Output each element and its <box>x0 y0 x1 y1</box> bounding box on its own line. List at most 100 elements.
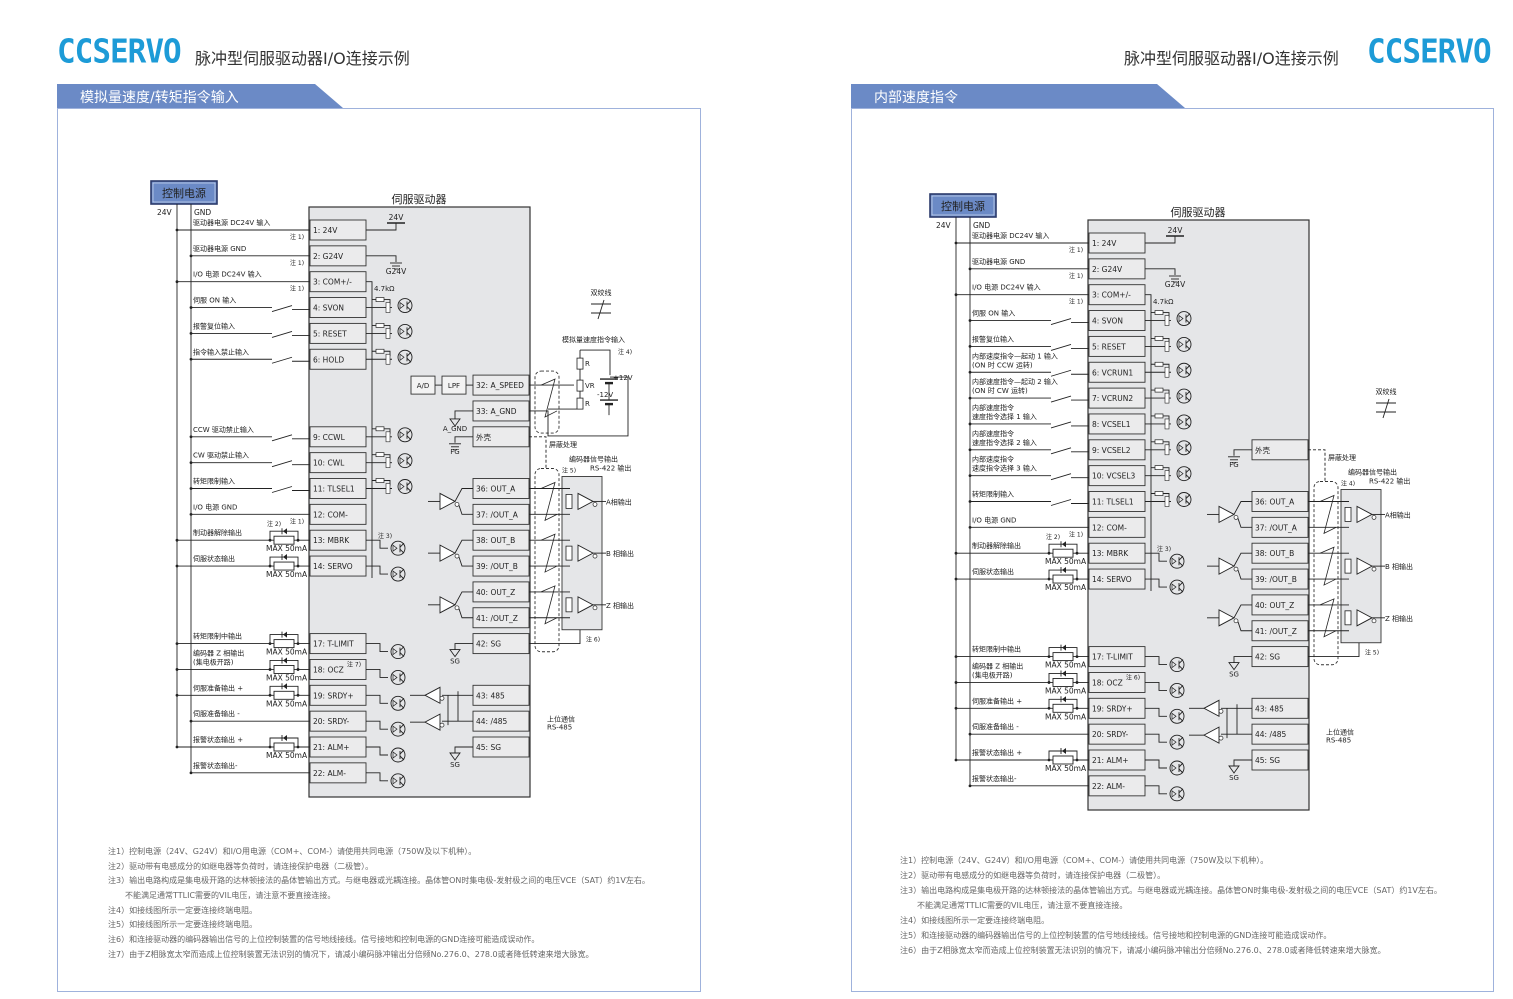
pin-label: 18: OCZ <box>313 665 344 674</box>
led-icon <box>392 699 398 707</box>
pin-label: 44: /485 <box>1255 730 1287 739</box>
inverter-bubble <box>1233 515 1239 520</box>
shunt-resistor-icon <box>1164 496 1170 507</box>
pin-label: 41: /OUT_Z <box>1255 627 1297 636</box>
pin-label: 4: SVON <box>313 304 344 313</box>
transistor-emitter <box>406 435 412 441</box>
shunt-resistor-icon <box>385 353 391 365</box>
junction-dot <box>189 771 193 775</box>
transistor-collector <box>1185 494 1191 499</box>
junction-dot <box>1047 758 1051 762</box>
wire <box>454 436 473 443</box>
optocoupler-icon <box>390 566 406 582</box>
pin-label: 45: SG <box>476 743 501 752</box>
pin-label: 5: RESET <box>1092 342 1126 351</box>
transistor-emitter <box>406 487 412 492</box>
wire <box>366 539 388 549</box>
rail-g24v-label: G24V <box>1165 280 1186 289</box>
wire <box>366 694 388 704</box>
shunt-resistor-icon <box>1164 366 1170 378</box>
line-driver-icon <box>439 492 456 511</box>
led-icon <box>392 725 398 733</box>
junction-dot <box>189 332 193 335</box>
pin-label: 41: /OUT_Z <box>476 614 518 623</box>
load-resistor-icon <box>1052 703 1074 713</box>
optocoupler-icon <box>1176 466 1192 482</box>
pin-label: 14: SERVO <box>313 562 353 571</box>
pin-label: 40: OUT_Z <box>476 588 515 597</box>
switch-blade <box>1050 343 1072 351</box>
transistor-collector <box>399 697 405 703</box>
input-resistor-icon <box>1154 361 1164 367</box>
footnote: 注2）驱动带有电感成分的如继电器等负荷时，请连接保护电器（二极管）。 <box>108 861 374 871</box>
transistor-collector <box>1178 659 1184 664</box>
junction-dot <box>189 461 193 465</box>
rs485-driver-icon <box>1203 726 1220 744</box>
optocoupler-icon <box>397 298 413 313</box>
shield-wire <box>1308 449 1326 482</box>
signal-description: 报警状态输出 + <box>193 735 243 744</box>
optocoupler-icon <box>1169 734 1185 750</box>
note-ref: 注 2) <box>1046 533 1060 541</box>
transistor-emitter <box>399 574 405 580</box>
rs485-receiver-icon <box>424 686 441 705</box>
led-icon <box>1171 557 1177 565</box>
input-common-line <box>366 281 373 579</box>
pin-label: 7: VCRUN2 <box>1092 394 1133 403</box>
pin-label: 40: OUT_Z <box>1255 601 1294 610</box>
shield-label: 屏蔽处理 <box>549 440 577 449</box>
notes-left: 注1）控制电源（24V、G24V）和I/O用电源（COM+、COM-）请使用共同… <box>108 846 650 964</box>
junction-dot <box>189 487 193 490</box>
led-icon <box>1171 764 1177 772</box>
sg-label: SG <box>1229 774 1239 782</box>
transistor-emitter <box>399 548 405 554</box>
transistor-collector <box>399 723 405 729</box>
max-current-label: MAX 50mA <box>266 673 308 682</box>
servo-driver-box <box>308 206 531 798</box>
note-ref: 注 2) <box>267 520 281 528</box>
signal-description: 转矩限制中输出 <box>972 645 1021 654</box>
input-resistor-icon <box>375 452 385 457</box>
junction-dot <box>954 758 958 762</box>
led-icon <box>1171 712 1177 720</box>
note-ref: 注 1) <box>290 517 304 525</box>
led-icon <box>1178 444 1184 452</box>
pin-label: 11: TLSEL1 <box>313 485 355 494</box>
signal-description: 转矩限制输入 <box>193 477 235 486</box>
pin-label: 20: SRDY- <box>313 717 349 726</box>
inverter-bubble <box>1218 708 1224 714</box>
junction-dot <box>175 693 179 697</box>
transistor-emitter <box>399 703 405 709</box>
footnote: 注6）由于Z相脉宽太窄而造成上位控制装置无法识别的情况下，请减小编码脉冲输出分倍… <box>900 946 1386 955</box>
fg-label: FG <box>450 448 459 456</box>
load-resistor-icon <box>273 561 295 571</box>
transistor-collector <box>1178 736 1184 742</box>
signal-description: 内部速度指令 <box>972 455 1014 464</box>
pin-label: 21: ALM+ <box>313 743 350 752</box>
sg-label: SG <box>450 761 460 769</box>
footnote: 注1）控制电源（24V、G24V）和I/O用电源（COM+、COM-）请使用共同… <box>900 856 1269 865</box>
wire <box>1145 733 1167 743</box>
transistor-collector <box>406 455 412 460</box>
max-current-label: MAX 50mA <box>266 570 308 579</box>
junction-dot <box>954 241 958 245</box>
switch-blade <box>1050 421 1072 429</box>
optocoupler-icon <box>1169 786 1185 802</box>
optocoupler-icon <box>397 349 413 365</box>
led-icon <box>1178 314 1184 323</box>
signal-description: I/O 电源 GND <box>193 502 237 511</box>
twisted-pair-icon <box>540 533 558 573</box>
wire <box>366 746 388 756</box>
junction-dot <box>175 642 179 645</box>
junction-dot <box>189 512 193 516</box>
pin-label: 21: ALM+ <box>1092 756 1129 765</box>
sg-label: SG <box>1229 671 1239 679</box>
junction-dot <box>954 577 958 581</box>
optocoupler-icon <box>1169 553 1185 569</box>
inverter-bubble <box>454 553 460 559</box>
wire-24v <box>366 223 397 231</box>
transistor-emitter <box>1178 768 1184 774</box>
signal-description: (集电极开路) <box>193 657 234 666</box>
encoder-output-standard: RS-422 输出 <box>1369 477 1410 486</box>
pin-label: 38: OUT_B <box>476 536 515 545</box>
